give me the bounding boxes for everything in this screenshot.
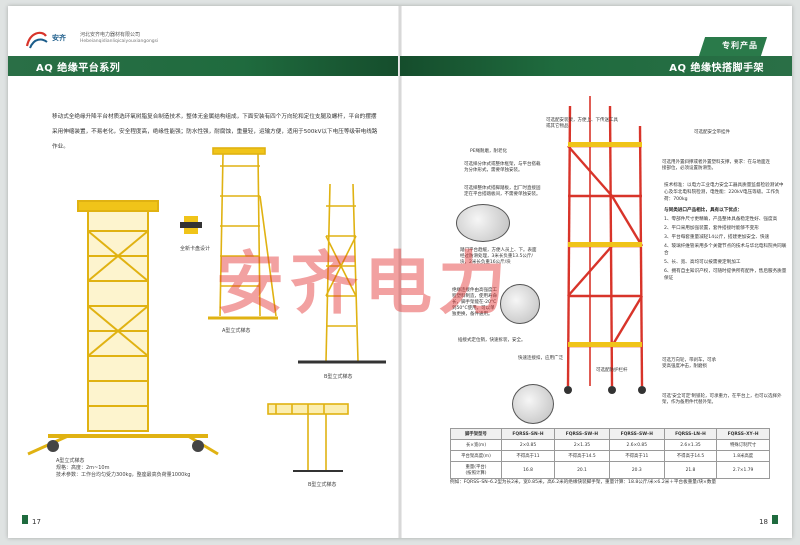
logo-name: 安齐 [52, 34, 66, 42]
callout-1: PE绳耐磨，耐老化 [470, 149, 508, 154]
table-cell: 2.7×1.79 [716, 461, 770, 479]
table-header: FQRSS–SW–H [608, 428, 665, 440]
left-page: 安齐 河北安齐电力器材有限公司 Hebeianqidianliqicaiyoux… [8, 6, 400, 538]
table-cell: 2×0.85 [500, 439, 556, 451]
table-cell: 重量(平台) (按照计算) [450, 461, 502, 479]
table-cell: 长×宽(m) [450, 439, 502, 451]
table-cell: 不得高于14.5 [554, 450, 610, 462]
book-gutter [398, 6, 402, 538]
table-row: 长×宽(m) 2×0.85 2×1.35 2.6×0.85 2.6×1.35 特… [450, 439, 770, 451]
caster-note: 可选万向轮，带刹车，可承受高强度冲击，耐磨损 [662, 358, 716, 369]
table-cell: 20.1 [554, 461, 610, 479]
left-title-bar: AQ 绝缘平台系列 [8, 56, 400, 76]
callout-6: 插接式定位销，快速拆装，安全。 [458, 338, 526, 343]
table-cell: 16.8 [500, 461, 556, 479]
page-number-left: 17 [32, 518, 41, 526]
page-number-marker [22, 515, 28, 524]
left-section-title: AQ 绝缘平台系列 [36, 63, 121, 74]
spec-table: 脚手架型号 FQRSS–SN–H FQRSS–SW–H FQRSS–SW–H F… [450, 428, 770, 479]
callout-7: 快速连接扣，应用广泛 [518, 356, 563, 361]
table-header: FQRSS–XY–H [716, 428, 770, 440]
zoom-inset-platform [456, 204, 510, 242]
page-number-marker [772, 515, 778, 524]
table-header-row: 脚手架型号 FQRSS–SN–H FQRSS–SW–H FQRSS–SW–H F… [450, 428, 770, 440]
page-number-right: 18 [759, 518, 768, 526]
table-header: FQRSS–SW–H [554, 428, 610, 440]
table-cell: 2×1.35 [554, 439, 610, 451]
platform-illustrations [27, 147, 386, 472]
table-cell: 21.8 [663, 461, 718, 479]
callout-0: 可选配安装架，方便上、下传送工具或其它物品 [546, 118, 618, 129]
patent-tag: 专利产品 [722, 41, 758, 50]
table-cell: 2.6×0.85 [608, 439, 665, 451]
tech-standard: 技术标准：以电力工业电力安全工器具质量监督检验测试中心及华北电科院检测，电性能：… [664, 183, 784, 202]
right-title-bar: AQ 绝缘快搭脚手架 [400, 56, 792, 76]
caption-a-type: A型立式梯态 [222, 328, 251, 334]
table-cell: 特殊订制尺寸 [716, 439, 770, 451]
feature-list: 技术标准：以电力工业电力安全工器具质量监督检验测试中心及华北电科院检测，电性能：… [664, 182, 788, 284]
table-header: FQRSS–LN–H [663, 428, 718, 440]
intro-paragraph: 移动式全绝缘升降平台材质选环氧树脂复合制造技术，整体无金属结构组成，下面安装有四… [52, 114, 378, 150]
zoom-inset-caster [512, 384, 554, 424]
caption-b-type: B型立式梯态 [324, 374, 353, 380]
callout-9: 可选用外置斜撑或者外置塑料支撑，要求：在与地面连接部位，必须设置防滑垫。 [662, 160, 770, 171]
feature-item: 3、平台每套重量减轻14公斤，搭建更加安全、快速 [664, 235, 770, 240]
table-cell: 2.6×1.35 [663, 439, 718, 451]
large-tower-platform [27, 200, 219, 456]
right-section-title: AQ 绝缘快搭脚手架 [669, 63, 764, 74]
b-type-platform [298, 183, 386, 364]
brochure-spread: 安齐 河北安齐电力器材有限公司 Hebeianqidianliqicaiyoux… [8, 6, 792, 538]
callout-4: 踏门平台趋缓，方便人员上、下。表面经过防滑处理，3米长负重13.5公斤/块，2米… [460, 248, 537, 265]
feature-item: 4、玻璃纤维管采用多个关键节点的技术与华北电科院共同联合 [664, 244, 787, 256]
callout-8: 可选配安全带挂件 [694, 130, 730, 135]
feature-item: 5、长、宽、高均可以按需要定制加工 [664, 260, 741, 265]
table-row: 平台架高度(m) 不得高于11 不得高于14.5 不得高于11 不得高于14.5… [450, 450, 770, 462]
table-row: 重量(平台) (按照计算) 16.8 20.1 20.3 21.8 2.7×1.… [450, 461, 770, 479]
card-clamp-detail [180, 216, 202, 234]
caption-bottom-left: A型立式梯态 规格：高度：2m~10m 技术参数：工作台均匀受力300kg，整座… [56, 458, 191, 478]
table-cell: 不得高于14.5 [663, 450, 718, 462]
callout-10: 可选配防护栏杆 [596, 368, 628, 373]
callout-5: 绝缘连接件由高强度工程塑料制造，使用寿命长，脚手架能在-20°C到50°C使用，… [452, 288, 497, 317]
caption-detail: 全新卡盘设计 [180, 246, 211, 252]
zoom-inset-connector [500, 284, 540, 324]
a-type-platform [208, 147, 278, 320]
table-cell: 1.8米高度 [716, 450, 770, 462]
feature-item: 6、拥有自主知识产权，可随时提供所有配件，售后服务质量保证 [664, 269, 787, 281]
right-page: 专利产品 AQ 绝缘快搭脚手架 [400, 6, 792, 538]
company-logo-icon [25, 31, 48, 49]
features-heading: 与同类进口产品相比，具有以下优点： [664, 208, 743, 213]
table-cell: 不得高于11 [608, 450, 665, 462]
table-cell: 平台架高度(m) [450, 450, 502, 462]
caster-note-2: 可选'安全可定'制锁轮，可承重力，在平台上，也可以选择外架，作为备用件代替外架。 [662, 394, 782, 405]
table-cell: 不得高于11 [500, 450, 556, 462]
table-header: 脚手架型号 [450, 428, 502, 440]
callout-2: 可选择分体式或整体框架，与平台搭载为分体形式，需要单独安装。 [464, 162, 541, 173]
feature-item: 1、零部件尺寸更精确，产品整体具备稳定性好、强度高 [664, 217, 778, 222]
caption-b-type-2: B型立式梯态 [308, 482, 337, 488]
feature-item: 2、平口采用加强装置，套件搭接时能够不变形 [664, 226, 759, 231]
company-name-en: Hebeianqidianliqicaiyouxiangongsi [80, 39, 159, 44]
scaffold-illustration [564, 96, 646, 394]
example-note: 例如：FQRSS–SN–6.2型为长2米，宽0.85米，高6.2米的绝缘快装脚手… [450, 480, 717, 485]
table-header: FQRSS–SN–H [500, 428, 556, 440]
company-name-cn: 河北安齐电力器材有限公司 [80, 32, 141, 38]
b-type-horizontal [267, 403, 349, 472]
callout-3: 可选择整体式搭脚踏板，出厂时直接固定在平台搭踏板间，不需要单独安装。 [464, 186, 541, 197]
table-cell: 20.3 [608, 461, 665, 479]
